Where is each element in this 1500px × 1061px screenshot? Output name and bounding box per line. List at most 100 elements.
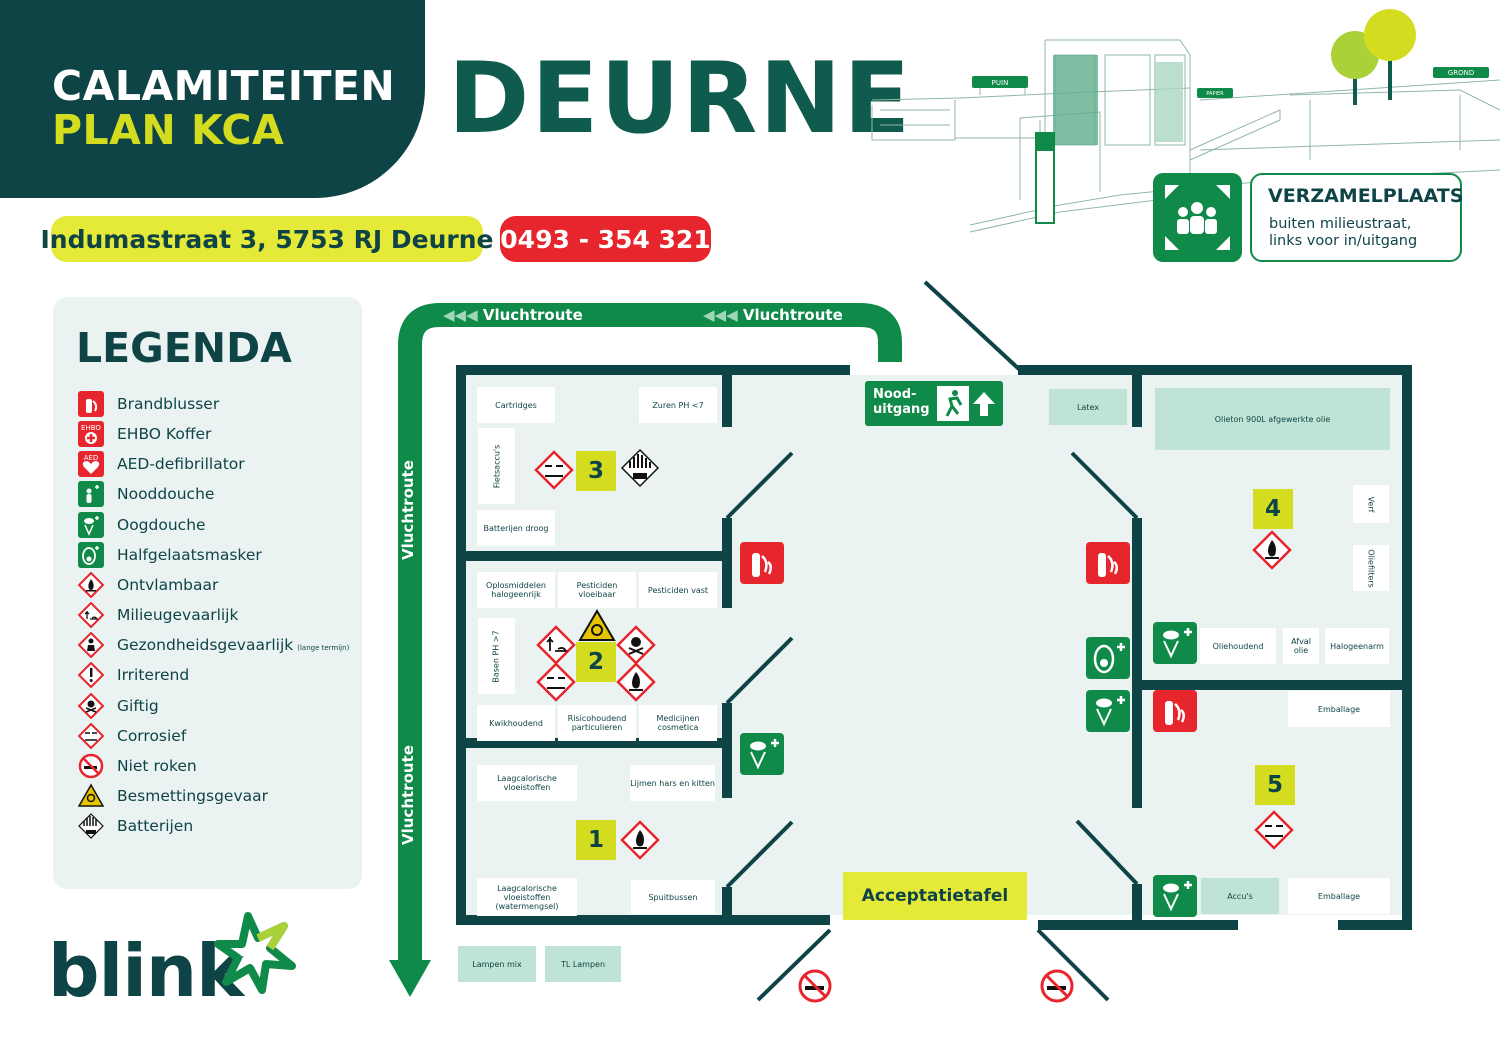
storage-laagcalorisch: Laagcalorische vloeistoffen	[477, 765, 577, 801]
legend-item-batterijen: Batterijen	[78, 813, 193, 839]
storage-olieton: Olieton 900L afgewerkte olie	[1155, 388, 1390, 450]
escape-route-label-vertical: Vluchtroute	[399, 745, 417, 845]
batteries-icon	[620, 448, 660, 488]
legend-label: Batterijen	[117, 817, 194, 835]
legend-label: AED-defibrillator	[117, 455, 245, 473]
legend-label: Niet roken	[117, 757, 197, 775]
storage-medicijnen: Medicijnen cosmetica	[639, 705, 717, 741]
storage-afval-olie: Afval olie	[1283, 628, 1319, 664]
no-smoking-icon	[78, 753, 104, 779]
legend-label: Besmettingsgevaar	[117, 787, 268, 805]
title-banner	[0, 0, 425, 198]
fire-extinguisher-sign	[1086, 542, 1130, 584]
page-title: CALAMITEITEN	[52, 62, 396, 110]
legend-item-milieugevaarlijk: Milieugevaarlijk	[78, 602, 238, 628]
eye-shower-sign	[1153, 622, 1197, 664]
emergency-exit-sign: Nood- uitgang	[865, 381, 1003, 426]
storage-basen: Basen PH >7	[478, 618, 515, 694]
legend-label: Irriterend	[117, 666, 190, 684]
fire-extinguisher-sign	[740, 542, 784, 584]
legend-item-halfgelaatsmasker: Halfgelaatsmasker	[78, 542, 262, 568]
zone-number-2: 2	[576, 642, 616, 682]
zone-number-1: 1	[576, 820, 616, 860]
page-subtitle: PLAN KCA	[52, 106, 285, 154]
eye-shower-icon	[78, 512, 104, 538]
legend-item-ontvlambaar: Ontvlambaar	[78, 572, 218, 598]
flammable-icon	[616, 662, 656, 702]
legend-item-besmettingsgevaar: Besmettingsgevaar	[78, 783, 268, 809]
fire-extinguisher-icon	[78, 391, 104, 417]
batteries-icon	[78, 813, 104, 839]
flammable-icon	[1252, 530, 1292, 570]
assembly-point-text: buiten milieustraat, links voor in/uitga…	[1269, 216, 1418, 249]
legend-title: LEGENDA	[76, 324, 292, 372]
storage-batterijen: Batterijen droog	[477, 510, 555, 546]
flammable-icon	[620, 820, 660, 860]
storage-tl-lampen: TL Lampen	[545, 946, 621, 982]
biohazard-icon	[578, 609, 616, 641]
storage-laagcalorisch-watermengsel: Laagcalorische vloeistoffen (watermengse…	[477, 878, 577, 916]
acceptance-table: Acceptatietafel	[843, 872, 1027, 920]
storage-spuitbussen: Spuitbussen	[631, 880, 715, 914]
biohazard-icon	[78, 783, 104, 809]
storage-oliehoudend: Oliehoudend	[1200, 628, 1276, 664]
environmental-hazard-icon	[536, 625, 576, 665]
legend-label: Ontvlambaar	[117, 576, 219, 594]
phone-badge: 0493 - 354 321	[500, 216, 711, 262]
legend-item-giftig: Giftig	[78, 693, 159, 719]
corrosive-icon	[534, 450, 574, 490]
irritant-icon	[78, 662, 104, 688]
toxic-icon	[616, 625, 656, 665]
corrosive-icon	[536, 662, 576, 702]
legend-panel: LEGENDA Brandblusser EHBO EHBO Koffer AE…	[53, 297, 362, 889]
legend-item-gezondheidsgevaarlijk: Gezondheidsgevaarlijk(lange termijn)	[78, 632, 349, 658]
escape-route-label-vertical: Vluchtroute	[399, 460, 417, 560]
address-badge: Indumastraat 3, 5753 RJ Deurne	[41, 216, 494, 262]
eye-shower-sign	[1086, 690, 1130, 732]
storage-verf: Verf	[1353, 485, 1389, 523]
storage-emballage-2: Emballage	[1288, 878, 1390, 914]
legend-item-corrosief: Corrosief	[78, 723, 186, 749]
storage-accus: Accu's	[1201, 878, 1279, 914]
storage-oliefilters: Oliefilters	[1353, 545, 1389, 591]
svg-text:EHBO: EHBO	[81, 424, 101, 432]
aed-icon: AED	[78, 451, 104, 477]
legend-item-nooddouche: Nooddouche	[78, 481, 214, 507]
storage-pesticiden-vloeibaar: Pesticiden vloeibaar	[558, 572, 636, 608]
toxic-icon	[78, 693, 104, 719]
storage-lampen-mix: Lampen mix	[458, 946, 536, 982]
flammable-icon	[78, 572, 104, 598]
storage-kwikhoudend: Kwikhoudend	[477, 705, 555, 741]
no-smoking-icon	[1040, 969, 1074, 1003]
legend-item-niet-roken: Niet roken	[78, 753, 197, 779]
corrosive-icon	[1254, 810, 1294, 850]
legend-label: EHBO Koffer	[117, 425, 212, 443]
zone-number-5: 5	[1255, 765, 1295, 805]
emergency-shower-icon	[78, 481, 104, 507]
running-man-icon	[937, 386, 995, 421]
legend-item-brandblusser: Brandblusser	[78, 391, 219, 417]
recycling-park-illustration: PUIN PAPIER GROND	[871, 9, 1500, 233]
legend-label: Giftig	[117, 697, 159, 715]
half-face-mask-sign	[1086, 637, 1130, 679]
sign-papier: PAPIER	[1206, 91, 1224, 97]
blink-logo-icon	[214, 912, 296, 994]
legend-label: Nooddouche	[117, 485, 215, 503]
storage-fietsaccus: Fietsaccu's	[478, 428, 515, 504]
storage-latex: Latex	[1049, 389, 1127, 425]
location-title: DEURNE	[448, 42, 913, 156]
half-face-mask-icon	[78, 542, 104, 568]
zone-number-3: 3	[576, 451, 616, 491]
zone-number-4: 4	[1253, 489, 1293, 529]
storage-cartridges: Cartridges	[477, 387, 555, 423]
legend-note: (lange termijn)	[297, 644, 350, 652]
storage-halogeenarm: Halogeenarm	[1325, 628, 1389, 664]
legend-label: Corrosief	[117, 727, 187, 745]
sign-grond: GROND	[1448, 69, 1474, 77]
storage-oplosmiddelen: Oplosmiddelen halogeenrijk	[477, 572, 555, 608]
environmental-hazard-icon	[78, 602, 104, 628]
legend-item-ehbo: EHBO EHBO Koffer	[78, 421, 211, 447]
emergency-exit-label: Nood- uitgang	[873, 387, 930, 417]
storage-emballage-1: Emballage	[1288, 691, 1390, 727]
legend-item-irriterend: Irriterend	[78, 662, 189, 688]
